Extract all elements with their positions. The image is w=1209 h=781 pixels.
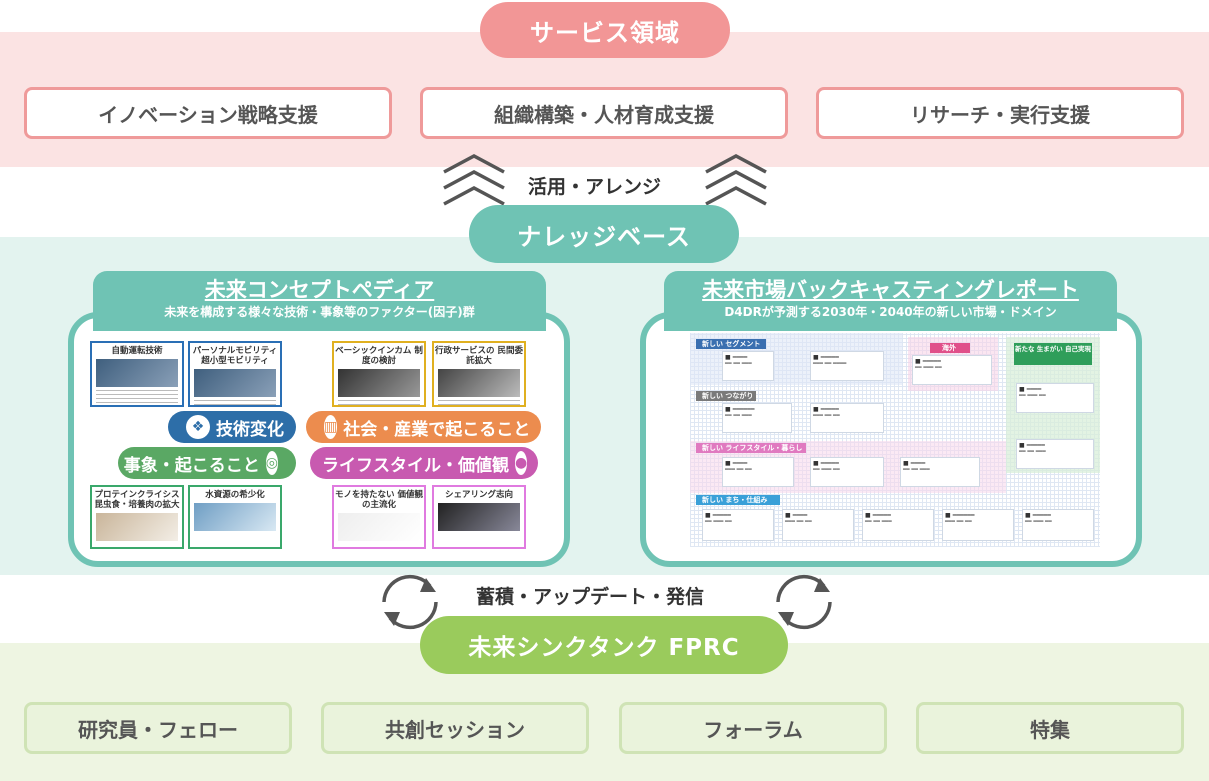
segment-label: 新しい つながり <box>696 391 756 401</box>
thinktank-feature[interactable]: 特集 <box>916 702 1184 754</box>
segment-label: 新しい セグメント <box>696 339 766 349</box>
market-report-header[interactable]: 未来市場バックキャスティングレポート D4DRが予測する2030年・2040年の… <box>664 271 1117 331</box>
thinktank-co-creation[interactable]: 共創セッション <box>321 702 589 754</box>
future-market-map[interactable]: 新しい セグメント 新しい つながり 新しい ライフスタイル・暮らし 新しい ま… <box>690 333 1100 547</box>
thinktank-forum[interactable]: フォーラム <box>619 702 887 754</box>
concept-pedia-title[interactable]: 未来コンセプトペディア <box>204 278 435 302</box>
service-organization-hr[interactable]: 組織構築・人材育成支援 <box>420 87 788 139</box>
concept-pedia-header[interactable]: 未来コンセプトペディア 未来を構成する様々な技術・事象等のファクター(因子)群 <box>93 271 546 331</box>
tag-lifestyle-values[interactable]: ライフスタイル・価値観 ● <box>310 447 538 479</box>
chevron-up-icon <box>443 154 505 206</box>
market-report-subtitle: D4DRが予測する2030年・2040年の新しい市場・ドメイン <box>724 305 1057 319</box>
people-icon: ● <box>515 451 528 475</box>
concept-card[interactable]: 水資源の希少化 <box>188 485 282 549</box>
refresh-icon <box>776 574 832 630</box>
utilize-arrange-label: 活用・アレンジ <box>528 176 662 198</box>
segment-label: 新しい まち・仕組み <box>696 495 780 505</box>
new-purpose-label: 新たな 生まがい 自己実現 <box>1014 343 1092 365</box>
concept-card[interactable]: ベーシックインカム 制度の検討 <box>332 341 426 407</box>
thinktank-researchers[interactable]: 研究員・フェロー <box>24 702 292 754</box>
market-report-title[interactable]: 未来市場バックキャスティングレポート <box>702 278 1079 302</box>
tag-society-industry[interactable]: ▥ 社会・産業で起こること <box>306 411 541 443</box>
tag-events[interactable]: 事象・起こること ◎ <box>118 447 296 479</box>
tag-tech-change[interactable]: ❖ 技術変化 <box>168 411 296 443</box>
concept-card[interactable]: 行政サービスの 民間委託拡大 <box>432 341 526 407</box>
concept-card[interactable]: シェアリング志向 <box>432 485 526 549</box>
segment-label: 新しい ライフスタイル・暮らし <box>696 443 806 453</box>
service-innovation-strategy[interactable]: イノベーション戦略支援 <box>24 87 392 139</box>
accumulate-update-label: 蓄積・アップデート・発信 <box>476 586 705 608</box>
concept-card[interactable]: モノを持たない 価値観の主流化 <box>332 485 426 549</box>
overseas-label: 海外 <box>930 343 970 353</box>
concept-card[interactable]: プロテインクライシス 昆虫食・培養肉の拡大 <box>90 485 184 549</box>
building-icon: ▥ <box>324 415 338 439</box>
service-research-execution[interactable]: リサーチ・実行支援 <box>816 87 1184 139</box>
thinktank-title: 未来シンクタンク FPRC <box>420 616 788 674</box>
concept-card[interactable]: 自動運転技術 <box>90 341 184 407</box>
target-icon: ◎ <box>265 451 278 475</box>
brain-icon: ❖ <box>186 415 210 439</box>
refresh-icon <box>382 574 438 630</box>
knowledge-base-title: ナレッジベース <box>469 205 739 263</box>
chevron-up-icon <box>705 154 767 206</box>
concept-pedia-subtitle: 未来を構成する様々な技術・事象等のファクター(因子)群 <box>164 305 475 319</box>
service-area-title: サービス領域 <box>480 2 730 58</box>
concept-card[interactable]: パーソナルモビリティ 超小型モビリティ <box>188 341 282 407</box>
